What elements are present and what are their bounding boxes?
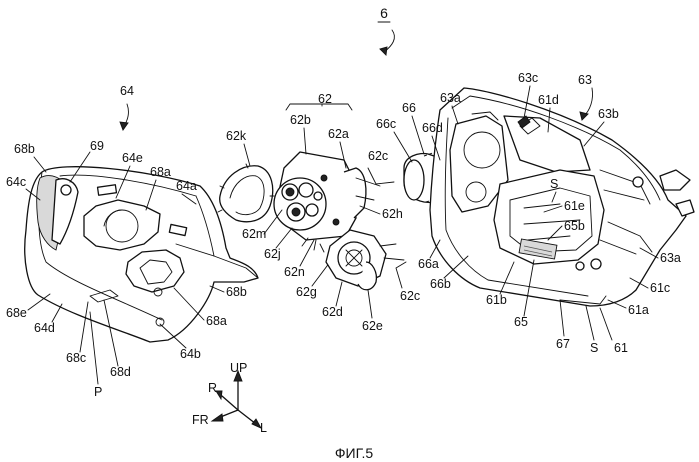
label-68e: 68e — [6, 306, 27, 320]
label-64: 64 — [120, 84, 134, 98]
axis-up-label: UP — [230, 361, 247, 375]
label-61e: 61e — [564, 199, 585, 213]
label-64b: 64b — [180, 347, 201, 361]
label-62j: 62j — [264, 247, 281, 261]
label-63: 63 — [578, 73, 592, 87]
label-63a-bottom: 63a — [660, 251, 681, 265]
housing-assembly-63: 66 66c 66d 63a 63c 63 61d 63b S 61e 65b … — [376, 71, 694, 355]
label-63c: 63c — [518, 71, 538, 85]
label-P: P — [94, 385, 102, 399]
label-61d: 61d — [538, 93, 559, 107]
label-68c: 68c — [66, 351, 86, 365]
label-62d: 62d — [322, 305, 343, 319]
label-67: 67 — [556, 337, 570, 351]
label-62g: 62g — [296, 285, 317, 299]
label-65: 65 — [514, 315, 528, 329]
label-62c-bottom: 62c — [400, 289, 420, 303]
label-S-bottom: S — [590, 341, 598, 355]
label-66: 66 — [402, 101, 416, 115]
label-63b: 63b — [598, 107, 619, 121]
label-61: 61 — [614, 341, 628, 355]
label-66a: 66a — [418, 257, 439, 271]
label-64d: 64d — [34, 321, 55, 335]
label-66b: 66b — [430, 277, 451, 291]
label-68a-bottom: 68a — [206, 314, 227, 328]
label-68b-bottom: 68b — [226, 285, 247, 299]
label-66c: 66c — [376, 117, 396, 131]
label-62a: 62a — [328, 127, 349, 141]
label-63a-top: 63a — [440, 91, 461, 105]
label-61a: 61a — [628, 303, 649, 317]
label-62m: 62m — [242, 227, 266, 241]
label-62h: 62h — [382, 207, 403, 221]
axis-r-label: R — [208, 381, 217, 395]
label-62k: 62k — [226, 129, 247, 143]
label-61c: 61c — [650, 281, 670, 295]
label-68b-top: 68b — [14, 142, 35, 156]
figure-number: 6 — [380, 5, 388, 21]
figure-number-group: 6 — [378, 5, 394, 55]
label-68a-top: 68a — [150, 165, 171, 179]
label-62n: 62n — [284, 265, 305, 279]
label-S-top: S — [550, 177, 558, 191]
axis-fr-label: FR — [192, 413, 209, 427]
label-62b: 62b — [290, 113, 311, 127]
label-68d: 68d — [110, 365, 131, 379]
axis-l-label: L — [260, 421, 267, 435]
label-64c: 64c — [6, 175, 26, 189]
label-65b: 65b — [564, 219, 585, 233]
label-64a: 64a — [176, 179, 197, 193]
orientation-compass-icon: UP R FR L — [192, 361, 267, 435]
cap-62k — [220, 166, 273, 222]
lid-assembly-64: 64 68b 69 64e 64c 68a — [6, 84, 258, 399]
label-66d: 66d — [422, 121, 443, 135]
figure-caption: ФИГ.5 — [335, 445, 373, 461]
label-62e: 62e — [362, 319, 383, 333]
label-62c-top: 62c — [368, 149, 388, 163]
label-69: 69 — [90, 139, 104, 153]
label-64e: 64e — [122, 151, 143, 165]
label-61b: 61b — [486, 293, 507, 307]
